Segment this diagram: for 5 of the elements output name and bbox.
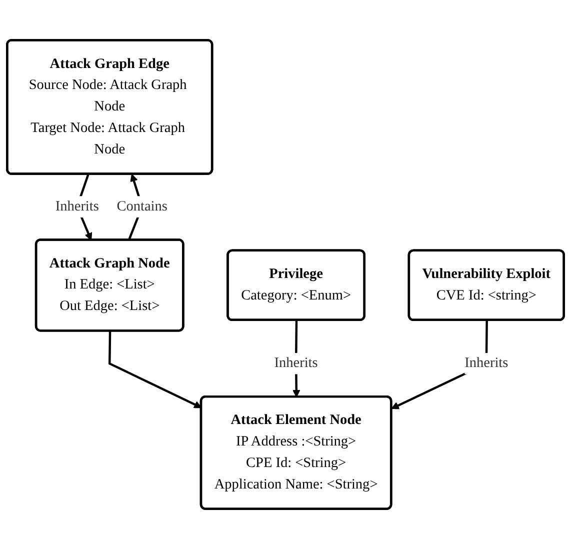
edge-label: Inherits: [274, 355, 318, 370]
edge-label: Inherits: [464, 355, 508, 370]
edge-label: Contains: [116, 198, 168, 214]
arrow: [108, 330, 202, 408]
edge-label: Inherits: [55, 198, 99, 214]
